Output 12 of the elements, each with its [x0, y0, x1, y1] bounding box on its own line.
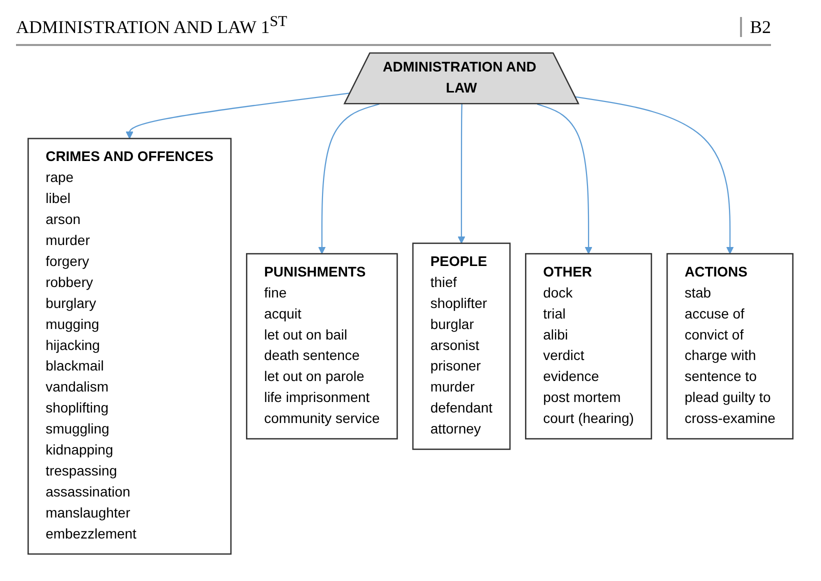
- arrow: [126, 92, 350, 139]
- level-label: B2: [740, 17, 771, 37]
- node-box: PEOPLE thief shoplifter burglar arsonist prisoner murder defendant attorney: [412, 242, 511, 450]
- arrow: [536, 104, 592, 254]
- arrow: [458, 104, 466, 244]
- arrow: [575, 96, 734, 254]
- node-box: PUNISHMENTS fine acquit let out on bail death sentence let out on parole life imprisonment community service: [246, 253, 398, 440]
- worksheet-title: ADMINISTRATION AND LAW 1$^{ST}$: [16, 14, 288, 38]
- node-box: OTHER dock trial alibi verdict evidence post mortem court (hearing): [525, 253, 652, 440]
- arrow: [318, 104, 380, 254]
- node-box: ACTIONS stab accuse of convict of charge with sentence to plead guilty to cross-examine: [666, 253, 794, 440]
- node-box: CRIMES AND OFFENCES rape libel arson murder forgery robbery burglary mugging hijacking blackmail vandalism shoplifting smuggling kidnapping trespassing assassination manslaughter embezzlement: [28, 138, 232, 555]
